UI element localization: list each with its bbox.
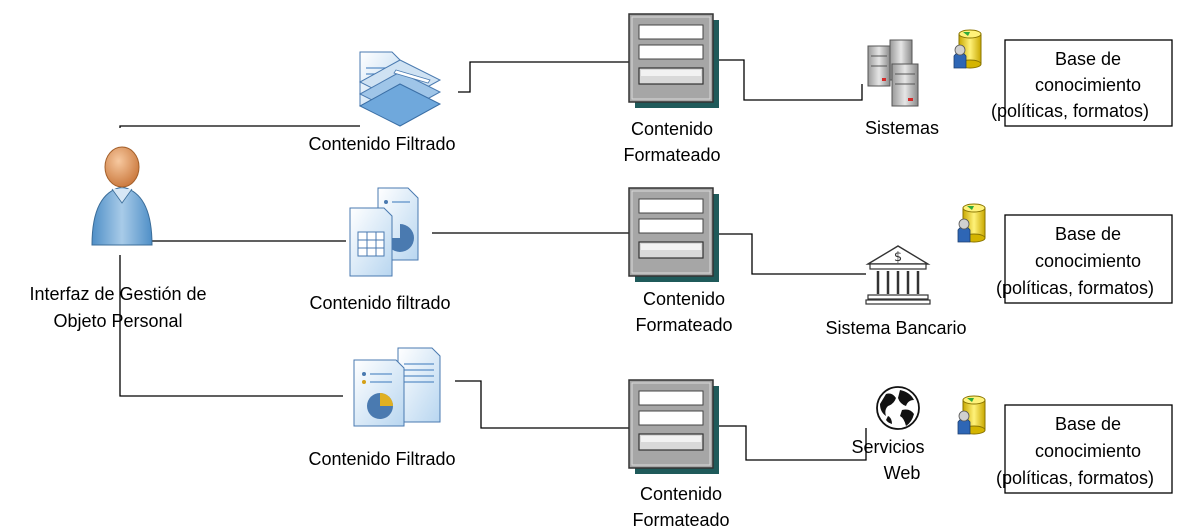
connector-formatted1-servers — [716, 59, 863, 101]
form-window-icon-row1 — [628, 13, 720, 109]
docs-label-row1: Contenido Filtrado — [308, 134, 455, 154]
connectors — [119, 59, 867, 461]
connector-docs3-formatted3 — [455, 380, 629, 429]
formatted-label-row3-line1: Contenido — [640, 484, 722, 504]
servers-icon — [867, 39, 919, 107]
knowledge-box-row3 — [1004, 404, 1173, 494]
knowledge-box-row2 — [1004, 214, 1173, 304]
connector-formatted2-bank — [716, 233, 866, 275]
connector-docs1-formatted1 — [458, 61, 629, 93]
target-label-row2: Sistema Bancario — [825, 318, 966, 338]
report-pie-documents-icon — [353, 347, 441, 427]
connector-user-row1 — [119, 125, 360, 128]
target-label-row3-line2: Web — [884, 463, 921, 483]
person-icon — [91, 146, 153, 246]
kb-row3-line2: conocimiento — [1035, 441, 1141, 461]
target-label-row1: Sistemas — [865, 118, 939, 138]
database-user-icon-row1 — [953, 29, 982, 69]
knowledge-box-row1 — [1004, 39, 1173, 127]
formatted-label-row1-line1: Contenido — [631, 119, 713, 139]
globe-icon — [876, 386, 920, 430]
kb-row1-line2: conocimiento — [1035, 75, 1141, 95]
user-label-line1: Interfaz de Gestión de — [29, 284, 206, 304]
kb-row1-line3: (políticas, formatos) — [991, 101, 1149, 121]
database-user-icon-row3 — [957, 395, 986, 435]
bank-icon: $ — [865, 245, 931, 305]
target-label-row3-line1: Servicios — [851, 437, 924, 457]
kb-row1-line1: Base de — [1055, 49, 1121, 69]
form-window-icon-row3 — [628, 379, 720, 475]
formatted-label-row1-line2: Formateado — [623, 145, 720, 165]
connector-formatted3-web — [716, 425, 867, 461]
connector-user-row3 — [119, 255, 343, 397]
user-label-line2: Objeto Personal — [53, 311, 182, 331]
formatted-label-row3-line2: Formateado — [632, 510, 729, 530]
form-window-icon-row2 — [628, 187, 720, 283]
formatted-label-row2-line1: Contenido — [643, 289, 725, 309]
stacked-documents-icon — [358, 51, 442, 127]
docs-label-row2: Contenido filtrado — [309, 293, 450, 313]
spreadsheet-chart-documents-icon — [349, 187, 419, 277]
database-user-icon-row2 — [957, 203, 986, 243]
formatted-label-row2-line2: Formateado — [635, 315, 732, 335]
kb-row2-line2: conocimiento — [1035, 251, 1141, 271]
kb-row3-line3: (políticas, formatos) — [996, 468, 1154, 488]
docs-label-row3: Contenido Filtrado — [308, 449, 455, 469]
svg-text:$: $ — [894, 250, 902, 265]
kb-row3-line1: Base de — [1055, 414, 1121, 434]
kb-row2-line3: (políticas, formatos) — [996, 278, 1154, 298]
kb-row2-line1: Base de — [1055, 224, 1121, 244]
